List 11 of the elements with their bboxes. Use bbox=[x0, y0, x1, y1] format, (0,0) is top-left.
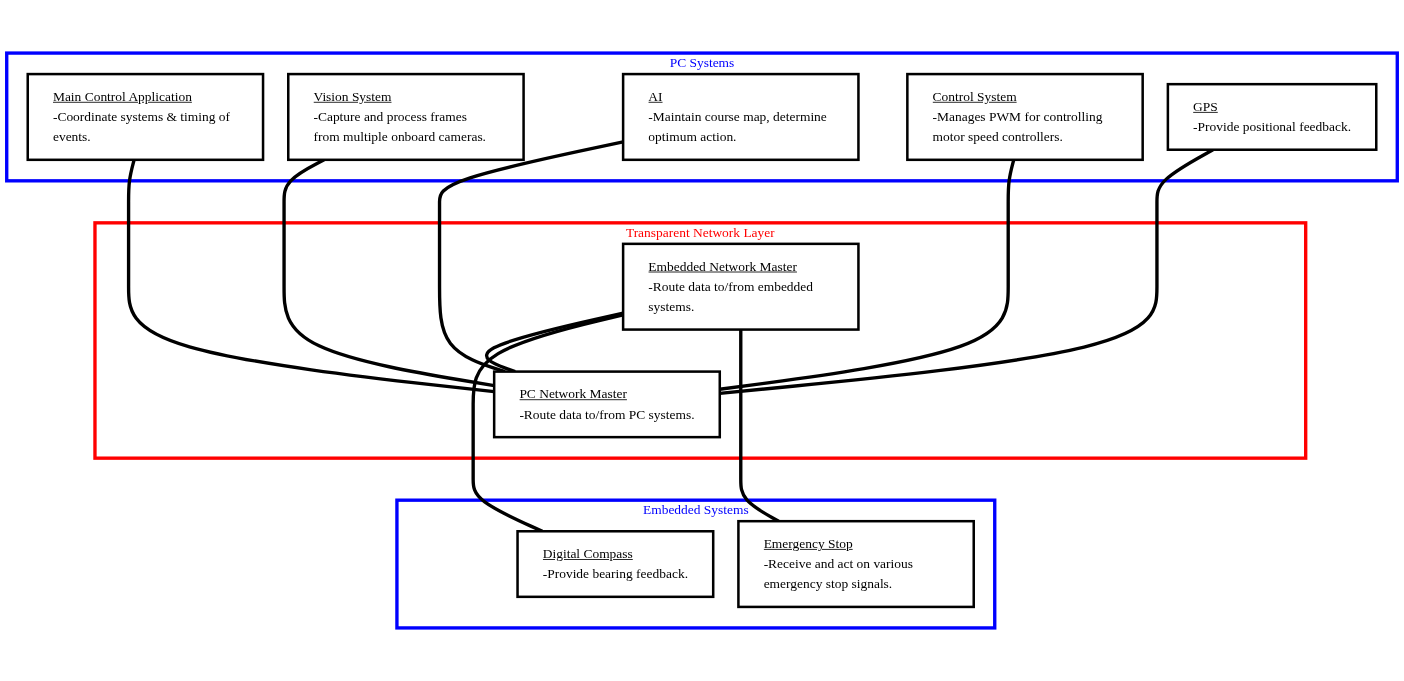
node-box: Main Control Application -Coordinate systems & timing of events. bbox=[26, 72, 265, 162]
node-box: GPS -Provide positional feedback. bbox=[1166, 82, 1378, 151]
node-box: AI -Maintain course map, determine optimum action. bbox=[621, 72, 860, 162]
node-box: Embedded Network Master -Route data to/from embedded systems. bbox=[621, 242, 860, 331]
node-box: Control System -Manages PWM for controlling motor speed controllers. bbox=[906, 72, 1144, 162]
node-box: Digital Compass -Provide bearing feedback. bbox=[516, 530, 715, 599]
connector bbox=[719, 159, 1016, 391]
node-box: Vision System -Capture and process frames from multiple onboard cameras. bbox=[287, 72, 525, 162]
node-box: Emergency Stop -Receive and act on various emergency stop signals. bbox=[737, 519, 975, 609]
connector bbox=[126, 159, 495, 394]
node-box: PC Network Master -Route data to/from PC systems. bbox=[492, 370, 722, 439]
